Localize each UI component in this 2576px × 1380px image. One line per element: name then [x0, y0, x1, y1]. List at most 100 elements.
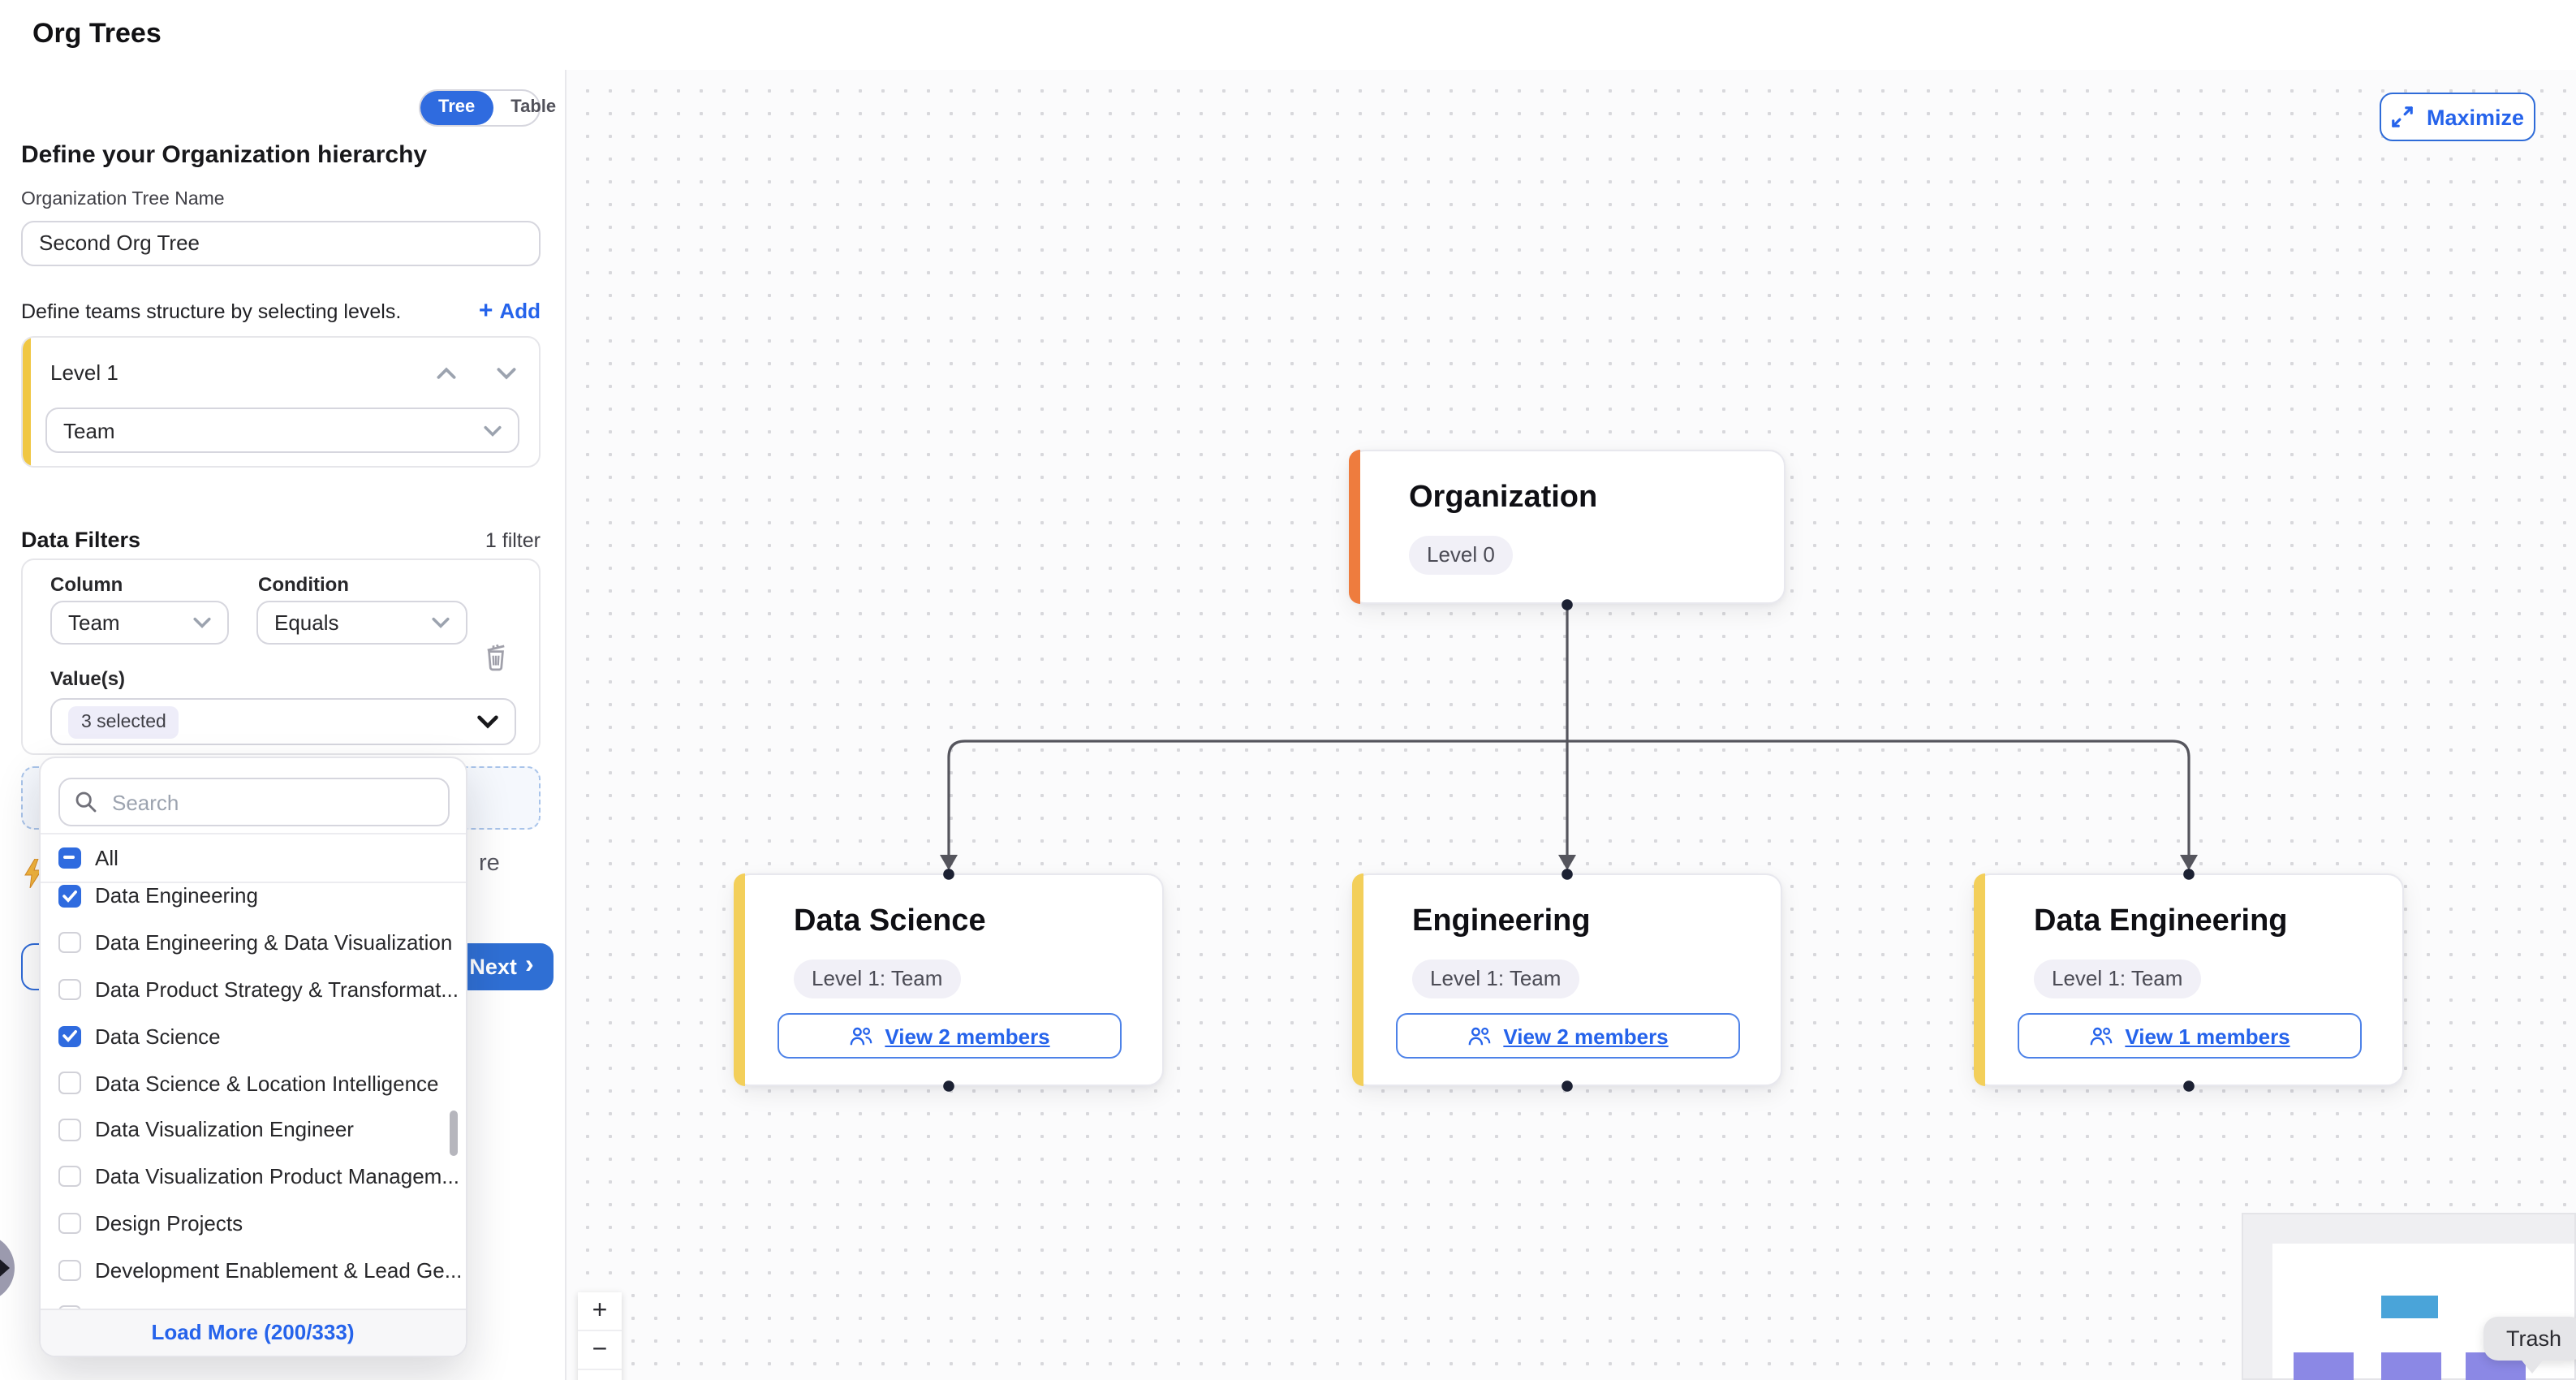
tree-name-label: Organization Tree Name [21, 190, 225, 209]
level-type-select[interactable]: Team [45, 408, 519, 453]
node-title: Engineering [1412, 904, 1591, 938]
node-accent-bar [1352, 873, 1363, 1086]
checkbox[interactable] [58, 931, 80, 954]
chevron-down-icon [484, 425, 502, 436]
page-title: Org Trees [32, 18, 162, 49]
people-icon [2090, 1026, 2113, 1045]
divider [40, 881, 466, 882]
add-level-button[interactable]: + Add [479, 297, 541, 325]
toggle-table[interactable]: Table [510, 97, 557, 117]
lightning-icon [24, 859, 42, 888]
option-label: Data Engineering & Data Visualization [95, 930, 453, 955]
hidden-text-fragment: re [479, 851, 500, 877]
fit-view-button[interactable] [578, 1370, 622, 1380]
condition-label: Condition [258, 573, 349, 596]
chevron-up-icon[interactable] [437, 367, 456, 380]
checkbox-checked[interactable] [58, 1025, 80, 1048]
option-label: Data Science & Location Intelligence [95, 1071, 439, 1096]
data-filters-heading: Data Filters [21, 528, 141, 552]
node-engineering[interactable]: Engineering Level 1: Team View 2 members [1352, 873, 1782, 1086]
trash-icon[interactable] [482, 641, 510, 672]
option-label: Data Science [95, 1024, 221, 1049]
filter-column-select[interactable]: Team [50, 601, 229, 645]
option-label: Data Engineering [95, 883, 258, 908]
view-members-label: View 2 members [1503, 1024, 1669, 1048]
checkbox[interactable] [58, 1259, 80, 1282]
chevron-down-icon[interactable] [497, 367, 516, 380]
maximize-button[interactable]: Maximize [2380, 93, 2535, 141]
scrollbar-thumb[interactable] [449, 1110, 458, 1156]
option-row[interactable]: Data Visualization Product Managem... [40, 1154, 466, 1201]
view-toggle[interactable]: Tree Table [419, 89, 556, 127]
node-title: Organization [1409, 481, 1598, 515]
filter-condition-value: Equals [274, 610, 339, 635]
app-header: Org Trees [0, 0, 2576, 71]
option-row[interactable]: Development Enablement & Lead Ge... [40, 1247, 466, 1294]
expand-icon [2392, 106, 2413, 127]
sidebar-heading: Define your Organization hierarchy [21, 141, 428, 169]
people-icon [1468, 1026, 1491, 1045]
view-members-label: View 1 members [2125, 1024, 2290, 1048]
checkbox[interactable] [58, 1165, 80, 1188]
node-accent-bar [1349, 450, 1360, 604]
play-icon [0, 1255, 10, 1281]
checkbox[interactable] [58, 1119, 80, 1141]
values-label: Value(s) [50, 667, 126, 690]
option-row[interactable]: Design Projects [40, 1200, 466, 1247]
select-all-row[interactable]: All [40, 834, 466, 882]
filter-values-select[interactable]: 3 selected [50, 698, 516, 745]
chevron-down-icon [477, 715, 498, 729]
filter-count: 1 filter [485, 529, 541, 552]
search-input[interactable] [109, 779, 440, 826]
option-row[interactable]: Data Engineering [40, 873, 466, 920]
level-title: Level 1 [50, 360, 118, 385]
option-label: Data Product Strategy & Transformat... [95, 977, 459, 1002]
load-more-button[interactable]: Load More (200/333) [40, 1309, 466, 1355]
plus-icon: + [478, 297, 493, 325]
select-all-checkbox-indeterminate[interactable] [58, 847, 80, 869]
people-icon [850, 1026, 872, 1045]
org-tree-canvas[interactable]: Organization Level 0 Data Science Level … [566, 70, 2576, 1380]
node-data-science[interactable]: Data Science Level 1: Team View 2 member… [734, 873, 1164, 1086]
filter-card: Column Condition Team Equals [21, 558, 541, 755]
divider [40, 833, 466, 834]
tree-name-input[interactable] [21, 221, 541, 265]
option-row[interactable]: Data Science & Location Intelligence [40, 1059, 466, 1106]
view-members-button[interactable]: View 2 members [1396, 1013, 1740, 1059]
toggle-tree[interactable]: Tree [420, 91, 493, 125]
chevron-right-icon: › [524, 951, 534, 978]
zoom-out-button[interactable]: − [578, 1331, 622, 1370]
dropdown-option-list: Data Engineering Data Engineering & Data… [40, 873, 466, 1355]
node-level-badge: Level 1: Team [794, 960, 961, 998]
option-label: Development Enablement & Lead Ge... [95, 1257, 463, 1283]
checkbox[interactable] [58, 1072, 80, 1094]
zoom-controls: + − [578, 1292, 622, 1380]
minimap-node [2381, 1352, 2441, 1380]
chevron-down-icon [432, 617, 450, 628]
minimap-node [2294, 1352, 2354, 1380]
minimap-node-current [2381, 1296, 2438, 1318]
option-label: Data Visualization Engineer [95, 1117, 354, 1142]
checkbox[interactable] [58, 978, 80, 1001]
search-icon [75, 791, 97, 813]
view-members-label: View 2 members [885, 1024, 1050, 1048]
view-members-button[interactable]: View 2 members [778, 1013, 1122, 1059]
zoom-in-button[interactable]: + [578, 1292, 622, 1331]
select-all-label: All [95, 845, 118, 870]
option-row[interactable]: Data Visualization Engineer [40, 1106, 466, 1154]
node-organization[interactable]: Organization Level 0 [1349, 450, 1786, 604]
next-label: Next [469, 955, 517, 979]
checkbox-checked[interactable] [58, 885, 80, 908]
option-row[interactable]: Data Product Strategy & Transformat... [40, 966, 466, 1013]
checkbox[interactable] [58, 1212, 80, 1235]
view-members-button[interactable]: View 1 members [2018, 1013, 2362, 1059]
filter-condition-select[interactable]: Equals [256, 601, 467, 645]
option-row[interactable]: Data Engineering & Data Visualization [40, 920, 466, 967]
node-level-badge: Level 1: Team [1412, 960, 1579, 998]
option-row[interactable]: Data Science [40, 1013, 466, 1060]
trash-tooltip-label: Trash [2506, 1326, 2562, 1351]
dropdown-search[interactable] [58, 778, 450, 826]
level-card: Level 1 Team [21, 336, 541, 468]
node-data-engineering[interactable]: Data Engineering Level 1: Team View 1 me… [1974, 873, 2404, 1086]
